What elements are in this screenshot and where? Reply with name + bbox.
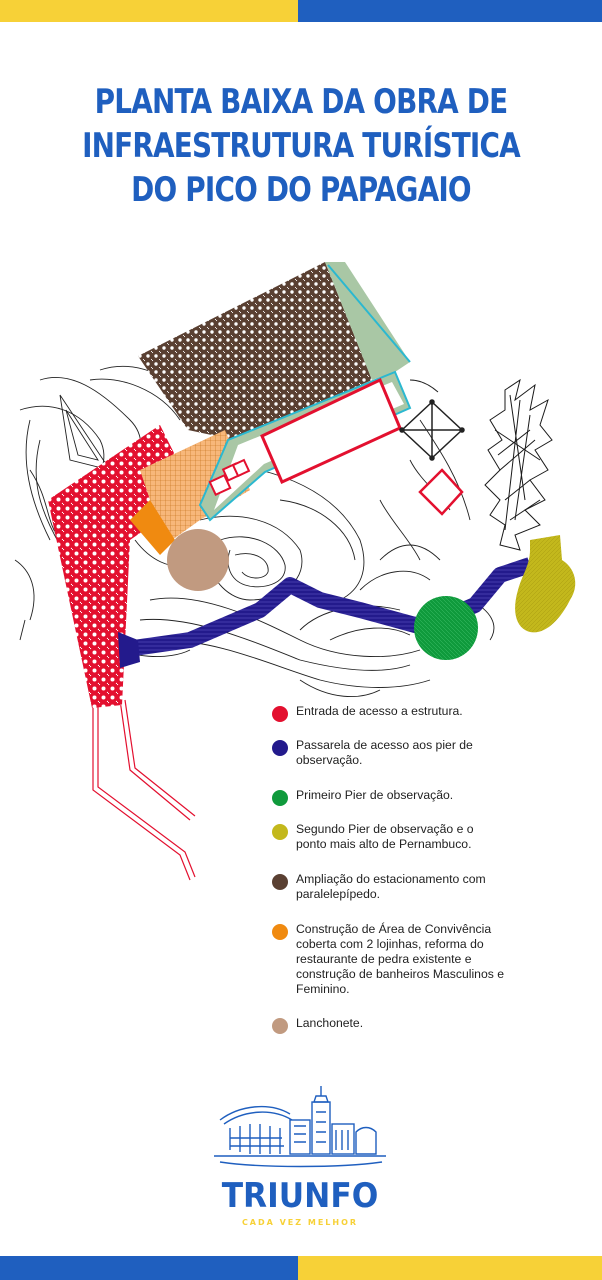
convivencia-orange [130, 500, 175, 555]
city-skyline-icon [214, 1086, 386, 1168]
legend-item-passarela: Passarela de acesso aos pier de observaç… [272, 738, 496, 768]
legend-dot-tan-icon [272, 1018, 288, 1034]
legend-label: Lanchonete. [296, 1016, 364, 1030]
legend-item-convivencia: Construção de Área de Convivência cobert… [272, 922, 521, 997]
walkway [118, 557, 533, 658]
legend-item-entrada: Entrada de acesso a estrutura. [272, 704, 526, 722]
legend-label: Passarela de acesso aos pier de observaç… [296, 738, 473, 767]
vegetation-scribble [484, 378, 553, 551]
red-diamond [418, 468, 464, 516]
legend-dot-olive-icon [272, 824, 288, 840]
parking-area [138, 262, 372, 440]
legend-item-primeiro-pier: Primeiro Pier de observação. [272, 788, 526, 806]
legend-label: Entrada de acesso a estrutura. [296, 704, 463, 718]
top-blue-bar [298, 0, 602, 22]
legend-dot-orange-icon [272, 924, 288, 940]
restaurant-rect [260, 377, 402, 485]
legend-dot-navy-icon [272, 740, 288, 756]
title-line-1: PLANTA BAIXA DA OBRA DE [94, 82, 509, 122]
legend-label: Construção de Área de Convivência cobert… [296, 922, 504, 996]
legend-dot-red-icon [272, 706, 288, 722]
legend-item-segundo-pier: Segundo Pier de observação e o ponto mai… [272, 822, 501, 852]
title-line-3: DO PICO DO PAPAGAIO [131, 170, 471, 210]
logo-tagline: CADA VEZ MELHOR [241, 1218, 359, 1227]
legend-label: Ampliação do estacionamento com paralele… [296, 872, 486, 901]
bottom-yellow-bar [298, 1256, 602, 1280]
access-road-outline [92, 699, 196, 881]
sage-strip [325, 262, 410, 380]
contour-lines [14, 365, 495, 698]
title-line-2: INFRAESTRUTURA TURÍSTICA [82, 126, 521, 166]
legend-item-estacionamento: Ampliação do estacionamento com paralele… [272, 872, 496, 902]
first-pier [414, 596, 478, 660]
triunfo-logo: TRIUNFO CADA VEZ MELHOR [210, 1080, 390, 1240]
top-yellow-bar [0, 0, 298, 22]
logo-wordmark: TRIUNFO [221, 1176, 379, 1216]
bottom-blue-bar [0, 1256, 298, 1280]
floor-plan-diagram [14, 262, 576, 881]
second-pier [515, 535, 576, 633]
legend-label: Segundo Pier de observação e o ponto mai… [296, 822, 474, 851]
diamond-marker [399, 399, 465, 461]
legend-label: Primeiro Pier de observação. [296, 788, 454, 802]
legend-dot-brown-icon [272, 874, 288, 890]
legend-dot-green-icon [272, 790, 288, 806]
legend-item-lanchonete: Lanchonete. [272, 1016, 526, 1034]
page-title: PLANTA BAIXA DA OBRA DE INFRAESTRUTURA T… [54, 80, 548, 212]
snack-bar [167, 529, 229, 591]
